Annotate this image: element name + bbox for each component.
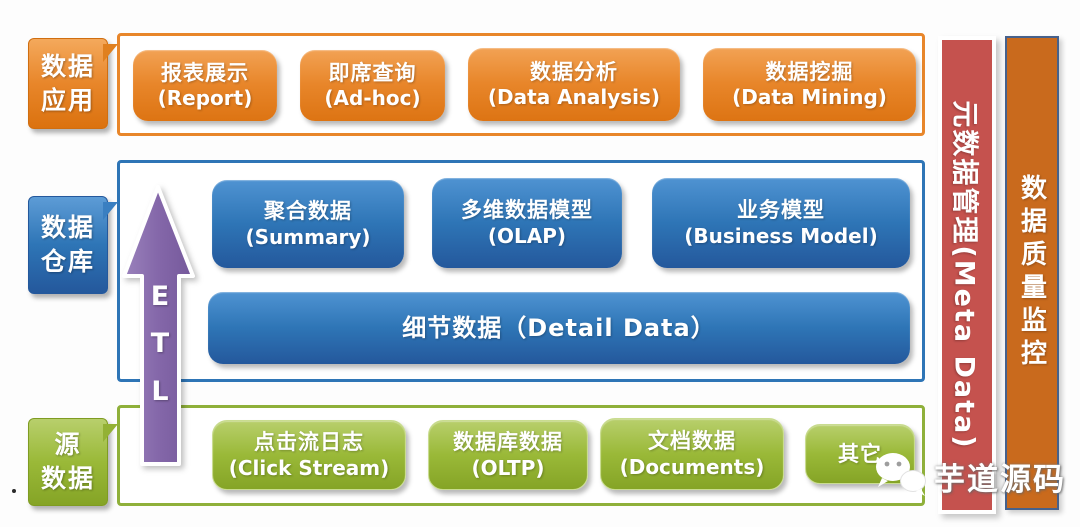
label-line: 数据 [40, 51, 95, 81]
box-subtitle: (Data Analysis) [487, 85, 661, 110]
box-title: 即席查询 [328, 60, 417, 85]
src-box-click-stream: 点击流日志 (Click Stream) [212, 420, 406, 490]
box-title: 聚合数据 [264, 199, 352, 224]
label-line: 数据 [40, 213, 95, 243]
label-line: 数据 [40, 464, 95, 493]
wh-box-olap: 多维数据模型 (OLAP) [432, 178, 622, 268]
label-data-warehouse: 数据 仓库 [28, 196, 108, 294]
box-subtitle: (Click Stream) [228, 455, 390, 480]
watermark: 芋道源码 [872, 450, 1066, 502]
data-quality-monitor-bar: 数据质量监控 [1005, 36, 1059, 510]
box-title: 数据挖掘 [765, 59, 854, 84]
box-title: 细节数据（Detail Data） [402, 314, 716, 342]
box-subtitle: (Ad-hoc) [324, 86, 421, 111]
label-data-application: 数据 应用 [28, 38, 108, 129]
wh-box-summary: 聚合数据 (Summary) [212, 180, 404, 268]
src-box-documents: 文档数据 (Documents) [600, 418, 784, 490]
label-line: 源 [54, 430, 82, 460]
box-title: 文档数据 [648, 429, 736, 454]
box-subtitle: (OLAP) [487, 223, 567, 248]
meta-bar-label: 元数据管理(Meta Data) [948, 100, 980, 450]
meta-data-management-bar: 元数据管理(Meta Data) [938, 36, 996, 514]
box-title: 报表展示 [161, 60, 249, 85]
box-title: 数据库数据 [453, 430, 563, 455]
wh-box-business-model: 业务模型 (Business Model) [652, 178, 910, 268]
etl-letter-l: L [151, 376, 169, 407]
etl-arrow-shape [122, 185, 195, 466]
label-line: 应用 [40, 85, 95, 115]
etl-arrow: E T L [118, 183, 198, 468]
box-title: 业务模型 [737, 198, 825, 223]
box-subtitle: (OLTP) [471, 455, 545, 480]
box-subtitle: (Data Mining) [732, 85, 887, 110]
watermark-brand-text: 芋道源码 [934, 461, 1066, 498]
wh-box-detail-data: 细节数据（Detail Data） [208, 292, 910, 364]
box-subtitle: (Documents) [619, 454, 765, 479]
app-box-adhoc: 即席查询 (Ad-hoc) [300, 50, 445, 121]
box-title: 点击流日志 [254, 430, 364, 455]
label-line: 仓库 [40, 247, 95, 276]
box-title: 数据分析 [530, 59, 618, 84]
app-box-data-analysis: 数据分析 (Data Analysis) [468, 48, 680, 121]
box-title: 多维数据模型 [461, 198, 593, 223]
box-title: 其它 [838, 441, 882, 466]
app-box-report: 报表展示 (Report) [133, 50, 277, 121]
etl-letter-e: E [150, 281, 170, 312]
wechat-icon [872, 450, 930, 502]
box-subtitle: (Report) [157, 86, 253, 111]
quality-bar-label: 数据质量监控 [1016, 174, 1047, 372]
app-box-data-mining: 数据挖掘 (Data Mining) [703, 48, 916, 121]
stray-period-mark [12, 489, 16, 493]
etl-letter-t: T [150, 328, 170, 359]
box-subtitle: (Summary) [245, 224, 371, 249]
label-source-data: 源 数据 [28, 418, 108, 506]
box-subtitle: (Business Model) [684, 223, 878, 248]
src-box-oltp: 数据库数据 (OLTP) [428, 420, 588, 490]
